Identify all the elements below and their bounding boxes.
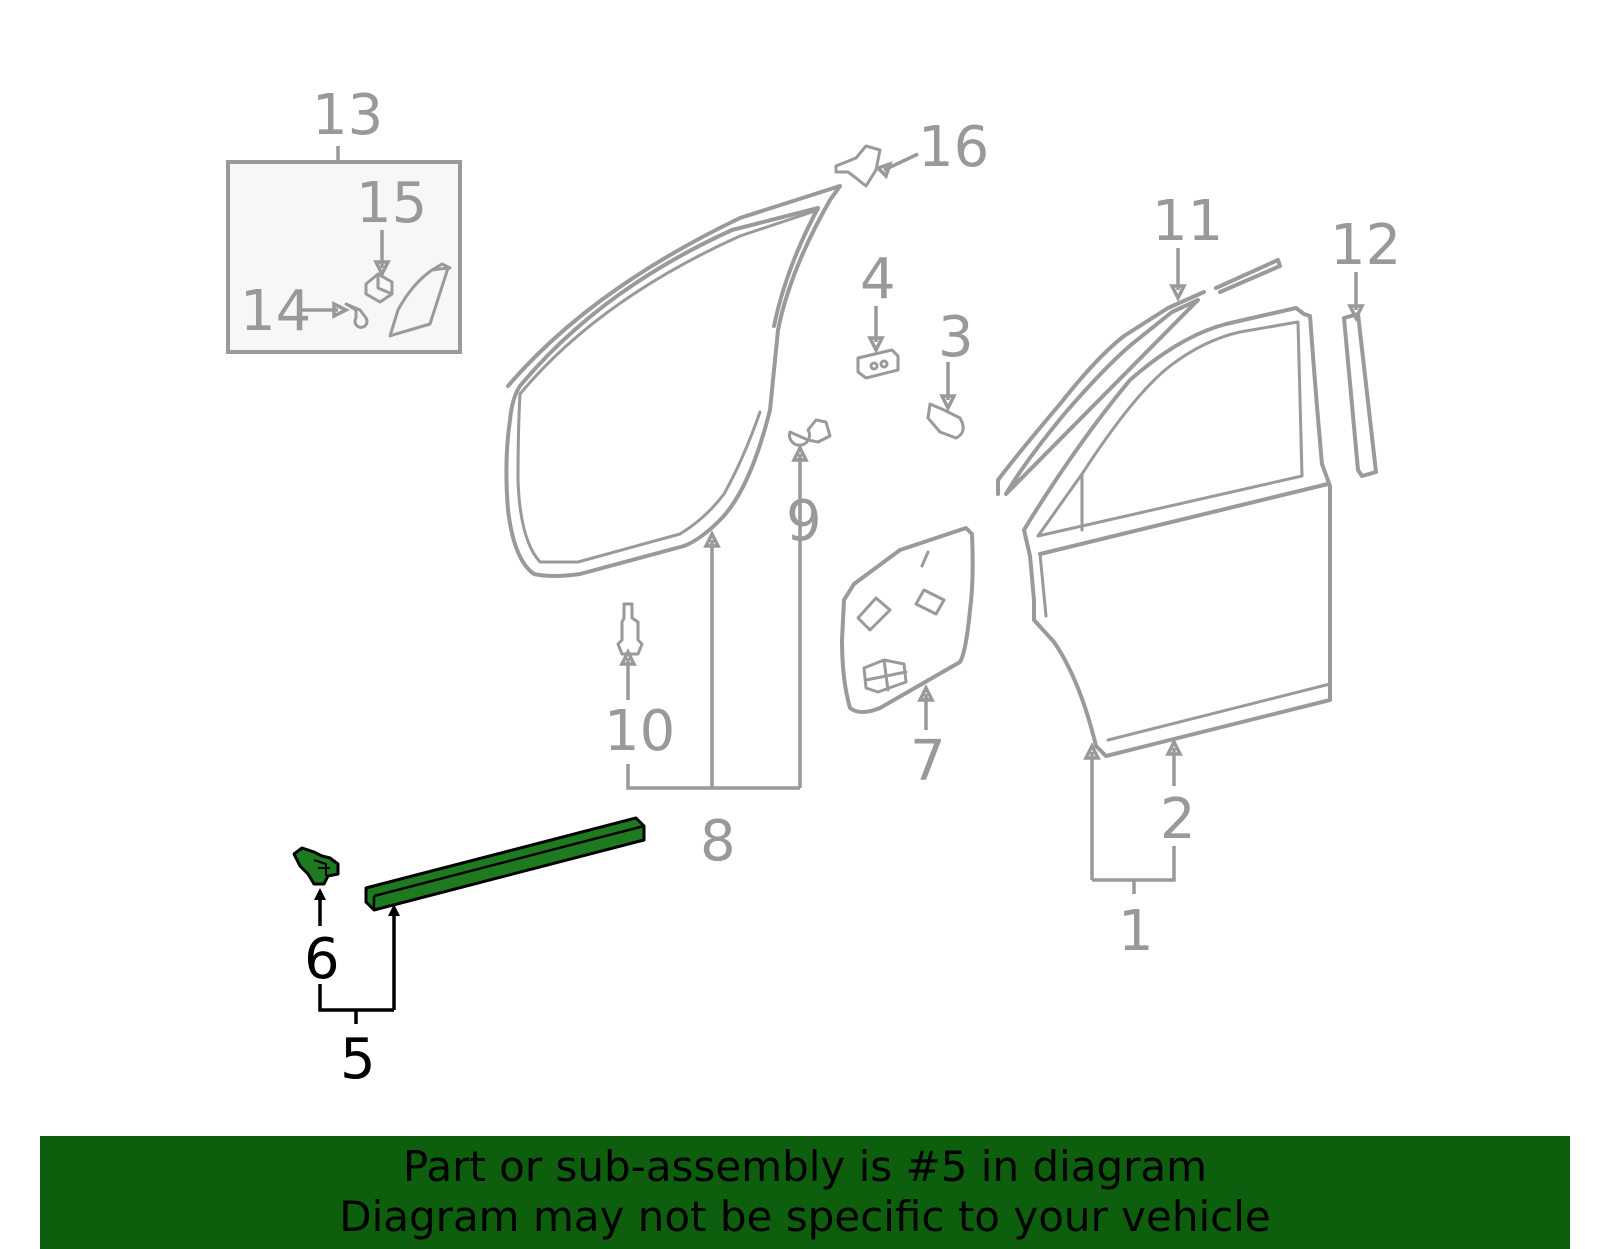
door-inner-edge	[1038, 552, 1048, 618]
door-window-frame	[1036, 320, 1304, 538]
arrowhead-5	[388, 904, 400, 916]
pin-10	[616, 602, 644, 656]
door-bottom-edge	[1106, 682, 1332, 742]
label-8: 8	[700, 809, 736, 874]
banner-line-1: Part or sub-assembly is #5 in diagram	[402, 1142, 1208, 1191]
arrowhead-12	[1347, 304, 1365, 322]
stopper-4	[856, 348, 900, 380]
banner-line-2: Diagram may not be specific to your vehi…	[339, 1192, 1271, 1241]
label-15: 15	[356, 171, 427, 236]
cover-7-slit	[920, 550, 930, 568]
rocker-molding-5	[364, 816, 646, 912]
door-beltline	[1038, 482, 1330, 556]
arrowhead-10	[619, 648, 637, 666]
info-banner: Part or sub-assembly is #5 in diagram Di…	[40, 1136, 1570, 1249]
door-shell	[1022, 306, 1332, 758]
cover-7-hole-b	[914, 588, 946, 616]
label-14: 14	[240, 279, 311, 344]
rocker-molding-5-edge	[373, 824, 645, 898]
label-1: 1	[1118, 899, 1154, 964]
weatherstrip-8-inner	[516, 208, 820, 564]
garnish-piece	[388, 262, 452, 338]
label-13: 13	[312, 83, 383, 148]
label-12: 12	[1330, 213, 1401, 278]
label-2: 2	[1160, 787, 1196, 852]
clip-6	[292, 846, 340, 886]
label-4: 4	[860, 247, 896, 312]
label-16: 16	[918, 115, 989, 180]
label-9: 9	[786, 489, 822, 554]
stopper-4-hole-b	[879, 359, 889, 369]
arrowhead-3	[939, 394, 957, 412]
garnish-12	[1342, 312, 1378, 478]
label-5: 5	[340, 1027, 376, 1092]
clip-9	[787, 418, 832, 447]
arrowhead-1	[1083, 742, 1101, 760]
weatherstrip-8	[504, 184, 842, 578]
arrowhead-14	[332, 301, 350, 319]
cover-7-hole-c	[862, 658, 908, 694]
label-10: 10	[604, 699, 675, 764]
screw-14	[344, 302, 369, 329]
label-7: 7	[910, 729, 946, 794]
arrowhead-6	[314, 888, 326, 900]
arrowhead-2	[1165, 738, 1183, 756]
arrowhead-7	[917, 684, 935, 702]
inset-box-13	[226, 160, 462, 354]
clip-15	[364, 272, 394, 304]
bracket-16	[834, 144, 882, 188]
arrowhead-11	[1169, 284, 1187, 302]
arrowhead-8	[703, 530, 721, 548]
arrowhead-4	[867, 336, 885, 354]
arrowhead-16	[874, 161, 893, 180]
clip-6-detail	[313, 859, 330, 876]
bracket-1	[1092, 846, 1176, 882]
cover-7	[840, 526, 975, 714]
label-6: 6	[304, 927, 340, 992]
arrowhead-9	[791, 444, 809, 462]
stopper-3	[926, 402, 965, 440]
stopper-4-hole-a	[869, 361, 879, 371]
bracket-5	[318, 984, 394, 1012]
bracket-8	[626, 764, 800, 790]
cover-7-hole-a	[856, 596, 892, 632]
label-3: 3	[938, 305, 974, 370]
label-11: 11	[1152, 189, 1223, 254]
molding-11	[996, 258, 1282, 496]
arrowhead-15	[373, 260, 391, 278]
